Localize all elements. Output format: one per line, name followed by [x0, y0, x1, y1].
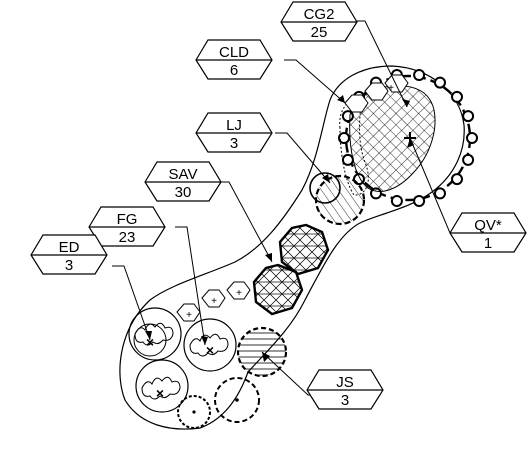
shrub-scallop	[413, 69, 426, 81]
planting-js	[214, 326, 288, 423]
planting-ed: ×	[133, 323, 211, 429]
tag-qv-code: QV*	[474, 217, 502, 234]
tag-cld-code: CLD	[219, 44, 249, 61]
svg-text:×: ×	[146, 334, 154, 350]
tag-js-code: JS	[336, 374, 354, 391]
shrub-scallop	[390, 195, 403, 207]
planting-fg: × ×	[128, 307, 237, 413]
tag-ed: ED 3	[30, 234, 108, 275]
planting-lj	[309, 172, 366, 226]
tag-cld: CLD 6	[195, 39, 273, 80]
tag-qv: QV* 1	[449, 212, 527, 253]
svg-text:+: +	[236, 288, 242, 299]
tag-cg2-code: CG2	[304, 6, 335, 23]
tag-sav: SAV 30	[144, 161, 222, 202]
svg-text:×: ×	[156, 385, 164, 401]
tag-fg-count: 23	[119, 229, 136, 246]
shrub-scallop	[462, 110, 475, 123]
shrub-scallop	[451, 90, 463, 103]
shrub-scallop	[434, 76, 446, 89]
tag-sav-code: SAV	[169, 166, 198, 183]
svg-text:+: +	[388, 83, 394, 94]
tag-cld-count: 6	[230, 62, 238, 79]
tag-lj-code: LJ	[226, 117, 242, 134]
planting-sav	[252, 223, 330, 316]
center-crosses	[404, 132, 416, 144]
tag-lj: LJ 3	[195, 112, 273, 153]
tag-js-count: 3	[341, 392, 349, 409]
tag-ed-code: ED	[59, 239, 80, 256]
tag-js: JS 3	[306, 369, 384, 410]
shrub-scallop	[462, 153, 475, 166]
shrub-scallop	[338, 132, 350, 144]
shrub-scallop	[466, 132, 478, 144]
tag-qv-count: 1	[484, 235, 492, 252]
svg-text:+: +	[186, 310, 192, 321]
shrub-scallop	[413, 195, 426, 207]
leader-lines	[112, 20, 464, 396]
tag-cg2-count: 25	[311, 24, 328, 41]
shrub-scallop	[451, 173, 463, 186]
svg-text:×: ×	[206, 342, 214, 358]
shrub-scallop	[341, 153, 354, 166]
bed-outline	[119, 65, 465, 430]
tag-lj-count: 3	[230, 135, 238, 152]
tag-ed-count: 3	[65, 257, 73, 274]
planting-cld: +	[344, 74, 409, 113]
tag-fg-code: FG	[117, 211, 138, 228]
planting-plus-hexes: + + +	[176, 281, 251, 322]
tag-cg2: CG2 25	[280, 1, 358, 42]
tag-fg: FG 23	[88, 206, 166, 247]
tag-sav-count: 30	[175, 184, 192, 201]
svg-text:+: +	[211, 296, 217, 307]
shrub-scallop	[434, 187, 446, 200]
